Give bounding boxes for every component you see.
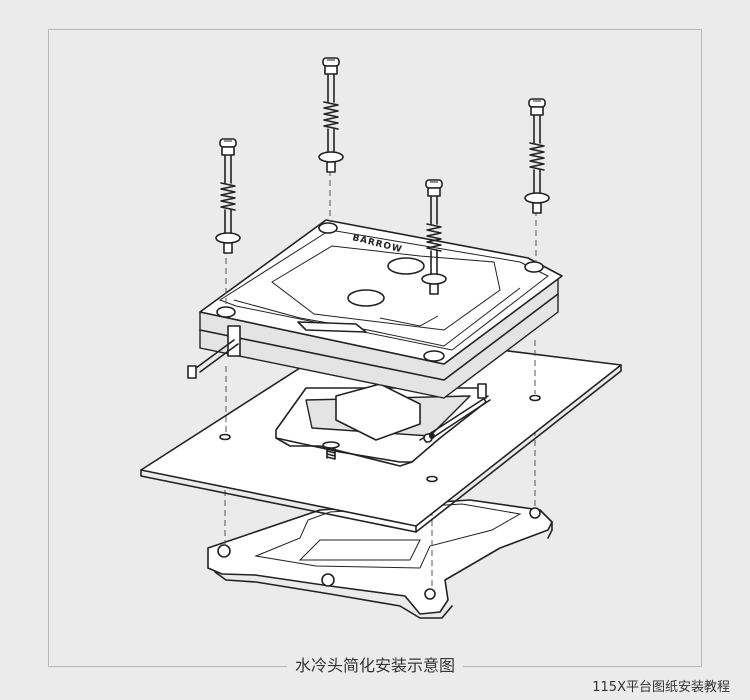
- side-clip: [187, 325, 241, 379]
- backplate: [207, 499, 553, 619]
- mounting-screw-left: [215, 138, 241, 254]
- footer-label: 115X平台图纸安装教程: [592, 680, 730, 695]
- mounting-screw-right: [524, 98, 550, 214]
- mounting-screw-back: [318, 57, 344, 173]
- alignment-lines-lower: [224, 400, 536, 590]
- mounting-screw-front: [421, 179, 447, 295]
- cpu-socket: [275, 383, 491, 467]
- diagram-caption: 水冷头简化安装示意图: [0, 655, 750, 677]
- caption-text: 水冷头简化安装示意图: [286, 656, 463, 675]
- water-block: BARROW: [187, 219, 563, 399]
- socket-screw: [322, 441, 340, 460]
